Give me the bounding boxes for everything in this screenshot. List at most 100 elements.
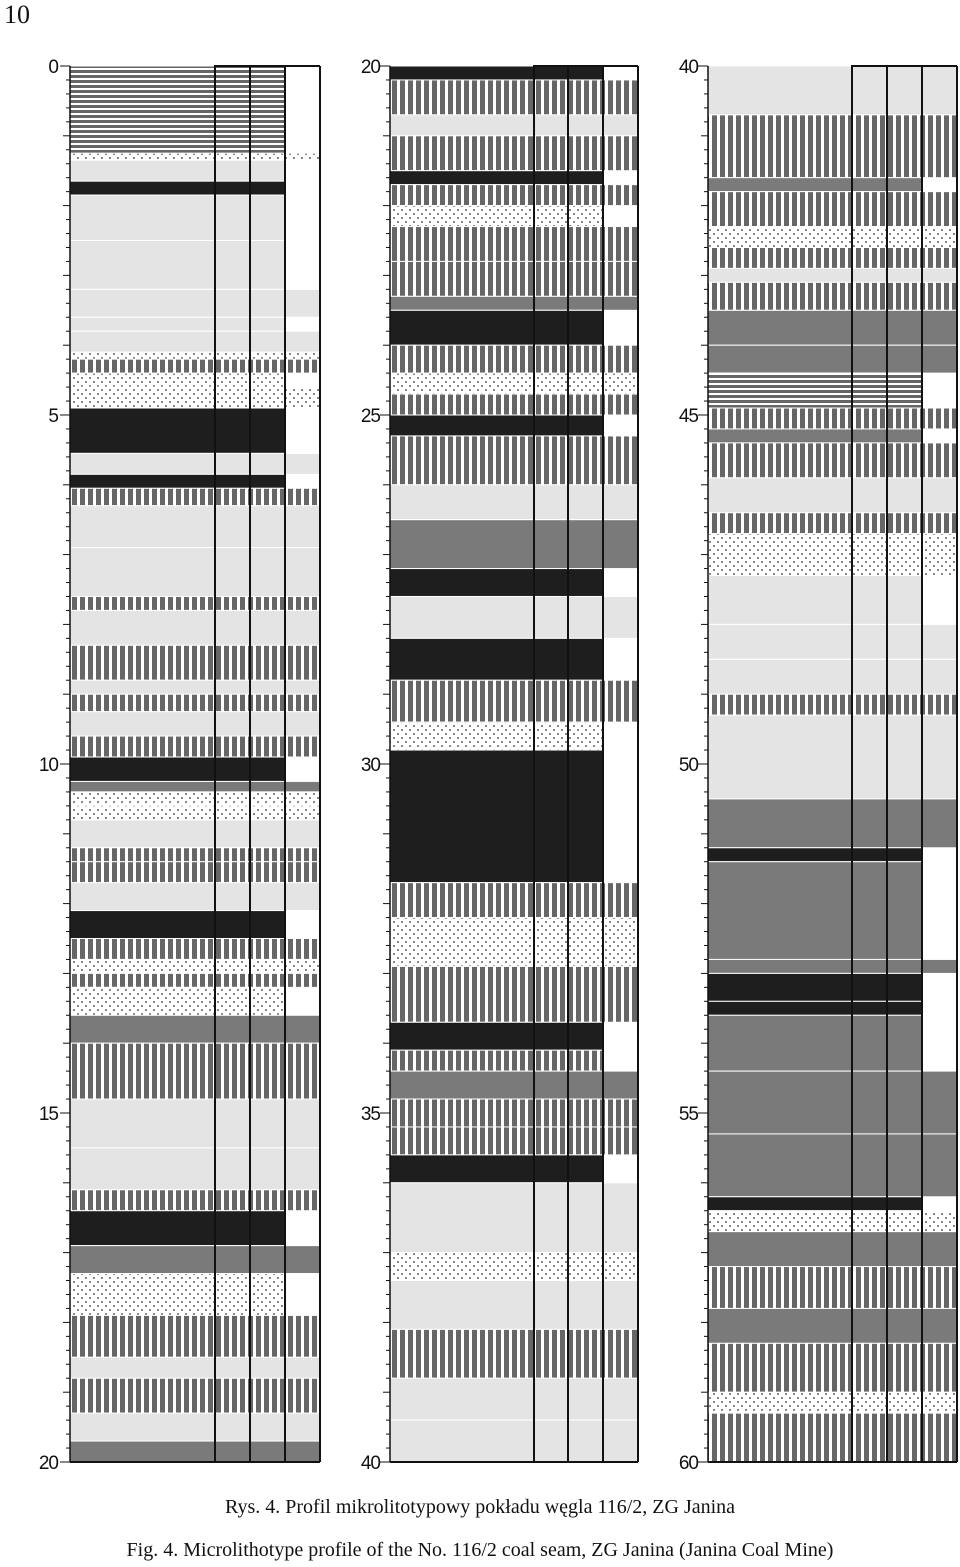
layer-black — [69, 473, 286, 489]
page-number: 10 — [4, 0, 30, 29]
layer-light — [69, 316, 286, 332]
layer-dark — [707, 428, 923, 444]
layer-stripes — [69, 847, 321, 863]
layer-stripes — [69, 1189, 321, 1212]
layer-black — [69, 407, 286, 454]
layer-dots — [707, 1391, 958, 1414]
layer-hlines — [707, 372, 923, 409]
layer-light — [69, 679, 321, 695]
layer-stripes — [69, 938, 321, 960]
layer-stripes — [69, 595, 321, 611]
depth-label: 25 — [361, 406, 381, 427]
depth-label: 5 — [48, 406, 58, 427]
layer-light — [707, 658, 958, 695]
layer-dark — [707, 1014, 923, 1072]
layer-light — [69, 1412, 321, 1442]
layer-dots — [69, 351, 321, 360]
layer-black — [389, 637, 604, 681]
layer-light — [389, 114, 639, 137]
layer-black — [69, 910, 286, 940]
layer-dots — [69, 1273, 286, 1316]
layer-stripes — [707, 407, 958, 430]
layer-stripes — [389, 679, 639, 723]
layer-dark — [389, 295, 639, 311]
layer-dark — [69, 1440, 321, 1463]
layer-stripes — [69, 644, 321, 681]
layer-light — [69, 159, 286, 182]
layer-light — [707, 575, 923, 625]
layer-dark — [707, 1307, 958, 1344]
layer-dots — [389, 372, 639, 395]
layer-light — [69, 330, 321, 353]
layer-stripes — [389, 1098, 639, 1128]
layer-light — [69, 819, 321, 849]
layer-light — [69, 547, 321, 597]
layer-dots — [389, 917, 639, 967]
layer-dots — [69, 372, 286, 388]
depth-label: 30 — [361, 755, 381, 776]
layer-black — [707, 972, 923, 1002]
layer-light — [707, 714, 958, 800]
layer-dots — [707, 1210, 958, 1233]
layer-stripes — [389, 1328, 639, 1379]
layer-stripes — [389, 435, 639, 486]
layer-light — [707, 267, 958, 283]
depth-label: 20 — [361, 57, 381, 78]
layer-light — [69, 882, 321, 912]
layer-hlines — [69, 65, 286, 154]
layer-stripes — [389, 393, 639, 416]
layer-black — [389, 309, 604, 346]
layer-light — [69, 1098, 321, 1149]
layer-dots — [69, 386, 321, 409]
layer-stripes — [389, 184, 639, 207]
layer-dark — [707, 798, 958, 849]
layer-black — [707, 1000, 923, 1016]
layer-dots — [389, 1252, 639, 1282]
depth-label: 50 — [679, 755, 699, 776]
layer-light — [389, 595, 639, 639]
layer-dark — [707, 309, 958, 346]
layer-stripes — [707, 442, 958, 479]
layer-dark — [69, 780, 321, 793]
layer-stripes — [707, 246, 958, 269]
layer-black — [707, 847, 923, 863]
layer-black — [69, 180, 286, 196]
layer-black — [389, 749, 604, 884]
layer-stripes — [389, 965, 639, 1023]
depth-label: 10 — [39, 755, 59, 776]
layer-black — [389, 1154, 604, 1184]
layer-light — [389, 1182, 639, 1254]
layer-dots — [69, 958, 321, 974]
layer-black — [389, 568, 604, 597]
layer-dark — [69, 1014, 321, 1044]
layer-black — [69, 1210, 286, 1247]
layer-stripes — [389, 260, 639, 297]
layer-light — [69, 240, 286, 290]
layer-dark — [707, 861, 923, 960]
layer-dots — [69, 791, 321, 807]
depth-label: 40 — [679, 57, 699, 78]
layer-stripes — [69, 487, 321, 507]
layer-dark — [707, 1070, 958, 1135]
figure-caption-polish: Rys. 4. Profil mikrolitotypowy pokładu w… — [224, 1496, 736, 1518]
layer-stripes — [69, 861, 321, 884]
layer-black — [707, 1196, 923, 1212]
layer-light — [389, 1280, 639, 1330]
layer-black — [389, 170, 604, 186]
layer-light — [69, 609, 321, 646]
layer-stripes — [707, 512, 958, 535]
layer-dots — [707, 226, 958, 248]
layer-stripes — [707, 1266, 958, 1309]
layer-stripes — [69, 1377, 321, 1414]
figure-caption-english: Fig. 4. Microlithotype profile of the No… — [126, 1539, 834, 1561]
layer-stripes — [707, 191, 958, 228]
layer-dark — [389, 519, 639, 570]
layer-light — [389, 484, 639, 521]
layer-stripes — [707, 693, 958, 716]
layer-black — [389, 65, 604, 81]
layer-dark — [707, 344, 958, 374]
